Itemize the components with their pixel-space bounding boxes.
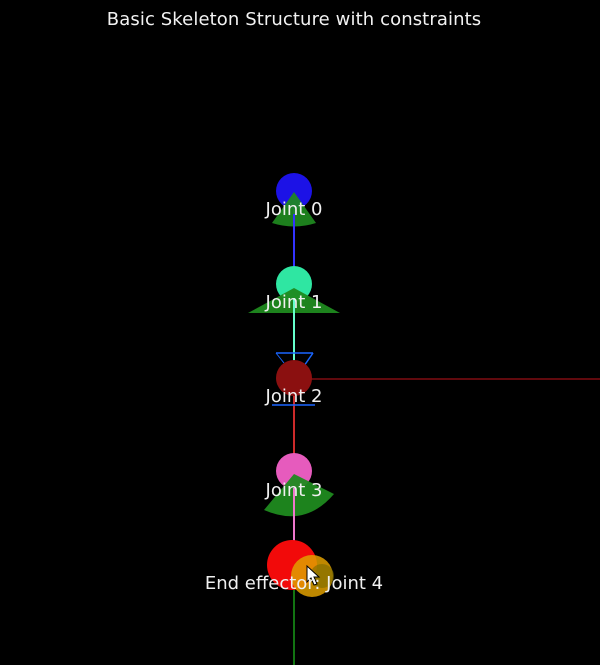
joint-2-label: Joint 2 xyxy=(265,386,323,407)
joint-3-label: Joint 3 xyxy=(265,480,323,501)
mouse-cursor-icon xyxy=(306,564,321,586)
scene-title: Basic Skeleton Structure with constraint… xyxy=(106,9,482,30)
joint-0-label: Joint 0 xyxy=(265,199,323,220)
joint-1-label: Joint 1 xyxy=(265,292,323,313)
joint-2-hinge-constraint xyxy=(272,352,315,406)
joint-0-sphere[interactable] xyxy=(276,173,312,209)
joint-2-sphere[interactable] xyxy=(276,360,312,396)
joint-3-constraint-fan xyxy=(264,474,334,517)
end-effector-label: End effector: Joint 4 xyxy=(204,573,384,594)
joint-0-constraint-cone xyxy=(272,192,316,227)
